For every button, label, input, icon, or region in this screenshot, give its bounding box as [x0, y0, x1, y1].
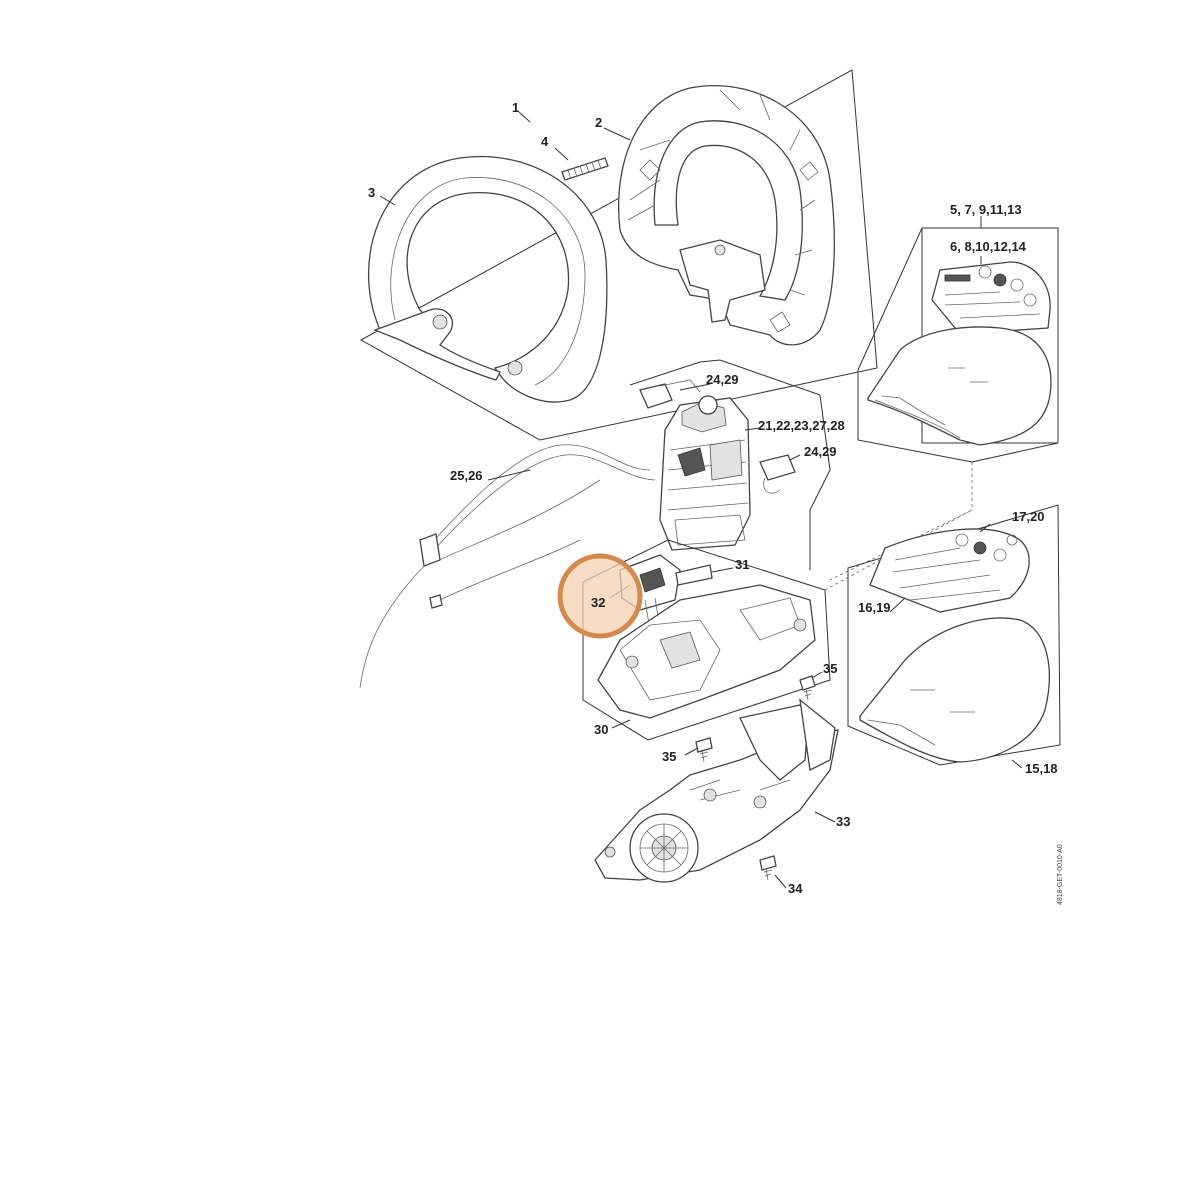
handle-part-3[interactable]: [367, 156, 608, 403]
callout-15-18[interactable]: 15,18: [1025, 761, 1058, 776]
callout-1[interactable]: 1: [512, 100, 519, 115]
cover-part-15[interactable]: [859, 617, 1050, 763]
leader-lines: [379, 111, 1023, 889]
callout-24-29-right[interactable]: 24,29: [804, 444, 837, 459]
housing-part-30[interactable]: [597, 584, 816, 719]
spring-part-4[interactable]: [561, 157, 609, 181]
callout-17-20[interactable]: 17,20: [1012, 509, 1045, 524]
callout-34[interactable]: 34: [788, 881, 803, 896]
screw-34[interactable]: [759, 855, 777, 881]
callout-35-right[interactable]: 35: [823, 661, 837, 676]
callout-4[interactable]: 4: [541, 134, 549, 149]
callout-2[interactable]: 2: [595, 115, 602, 130]
callout-16-19[interactable]: 16,19: [858, 600, 891, 615]
callout-25-26[interactable]: 25,26: [450, 468, 483, 483]
handle-group: [359, 69, 878, 441]
highlight-circle[interactable]: [557, 553, 643, 639]
callout-21-22-23-27-28[interactable]: 21,22,23,27,28: [758, 418, 845, 433]
callout-3[interactable]: 3: [368, 185, 375, 200]
callout-31[interactable]: 31: [735, 557, 749, 572]
cover-part-5[interactable]: [867, 326, 1052, 446]
plate-part-31[interactable]: [675, 564, 713, 586]
carbon-brush-24-right[interactable]: [759, 454, 796, 494]
callout-5-7-9-11-13[interactable]: 5, 7, 9,11,13: [950, 202, 1022, 217]
base-cover-part-33[interactable]: [594, 698, 839, 883]
screw-35-right[interactable]: [799, 675, 816, 701]
document-id: 4818-GET-0010-A0: [1057, 844, 1064, 905]
carbon-brush-24-left[interactable]: [639, 379, 701, 409]
callout-24-29-top[interactable]: 24,29: [706, 372, 739, 387]
label-set-bottom: [847, 504, 1061, 766]
screw-35-left[interactable]: [695, 737, 713, 763]
label-sticker-16[interactable]: [869, 528, 1030, 613]
label-set-top: [857, 227, 1059, 463]
callout-32[interactable]: 32: [591, 595, 605, 610]
motor-part-21[interactable]: [659, 395, 751, 551]
callout-30[interactable]: 30: [594, 722, 608, 737]
callout-33[interactable]: 33: [836, 814, 850, 829]
motor-group: [629, 359, 831, 570]
callout-35-left[interactable]: 35: [662, 749, 676, 764]
cable-part-25[interactable]: [359, 444, 656, 689]
callout-6-8-10-12-14[interactable]: 6, 8,10,12,14: [950, 239, 1027, 254]
